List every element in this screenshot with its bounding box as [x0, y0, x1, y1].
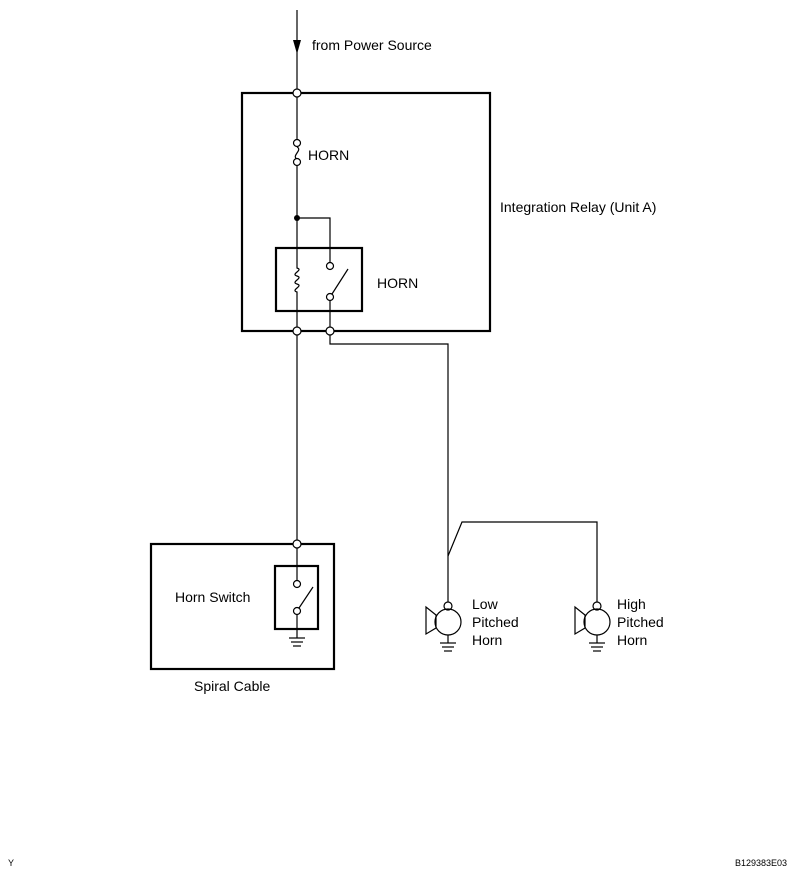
power-source-label: from Power Source [312, 37, 432, 53]
horn-switch-label: Horn Switch [175, 589, 250, 605]
figure-code: B129383E03 [735, 858, 787, 868]
corner-mark: Y [8, 858, 14, 868]
horn-switch: Horn Switch [175, 548, 320, 647]
wire-to-low-horn [329, 335, 449, 602]
horn-relay: HORN [274, 246, 418, 331]
high-pitched-horn: High Pitched Horn [574, 596, 668, 652]
low-horn-label: Low Pitched Horn [472, 596, 523, 648]
ground-icon [589, 642, 605, 652]
relay-switch-icon [331, 268, 349, 295]
horn-icon [574, 605, 611, 636]
spiral-cable-box [149, 542, 336, 671]
terminal-spiral [292, 539, 302, 549]
integration-relay-label: Integration Relay (Unit A) [500, 199, 656, 215]
fuse-label: HORN [308, 147, 349, 163]
low-pitched-horn: Low Pitched Horn [425, 596, 523, 652]
relay-coil-icon [294, 248, 300, 331]
relay-label: HORN [377, 275, 418, 291]
switch-contact-icon [298, 586, 314, 609]
ground-icon [440, 642, 456, 652]
horn-icon [425, 605, 462, 636]
wire-to-high-horn [447, 521, 598, 602]
terminal-coil [292, 326, 302, 336]
high-horn-label: High Pitched Horn [617, 596, 668, 648]
integration-relay-box [240, 91, 492, 333]
power-source-input: from Power Source [293, 10, 432, 93]
spiral-cable-label: Spiral Cable [194, 678, 270, 694]
terminal-power [292, 88, 302, 98]
arrow-down-icon [293, 40, 301, 54]
horn-fuse: HORN [292, 93, 349, 248]
ground-icon [289, 637, 305, 647]
terminal-contact [325, 326, 335, 336]
